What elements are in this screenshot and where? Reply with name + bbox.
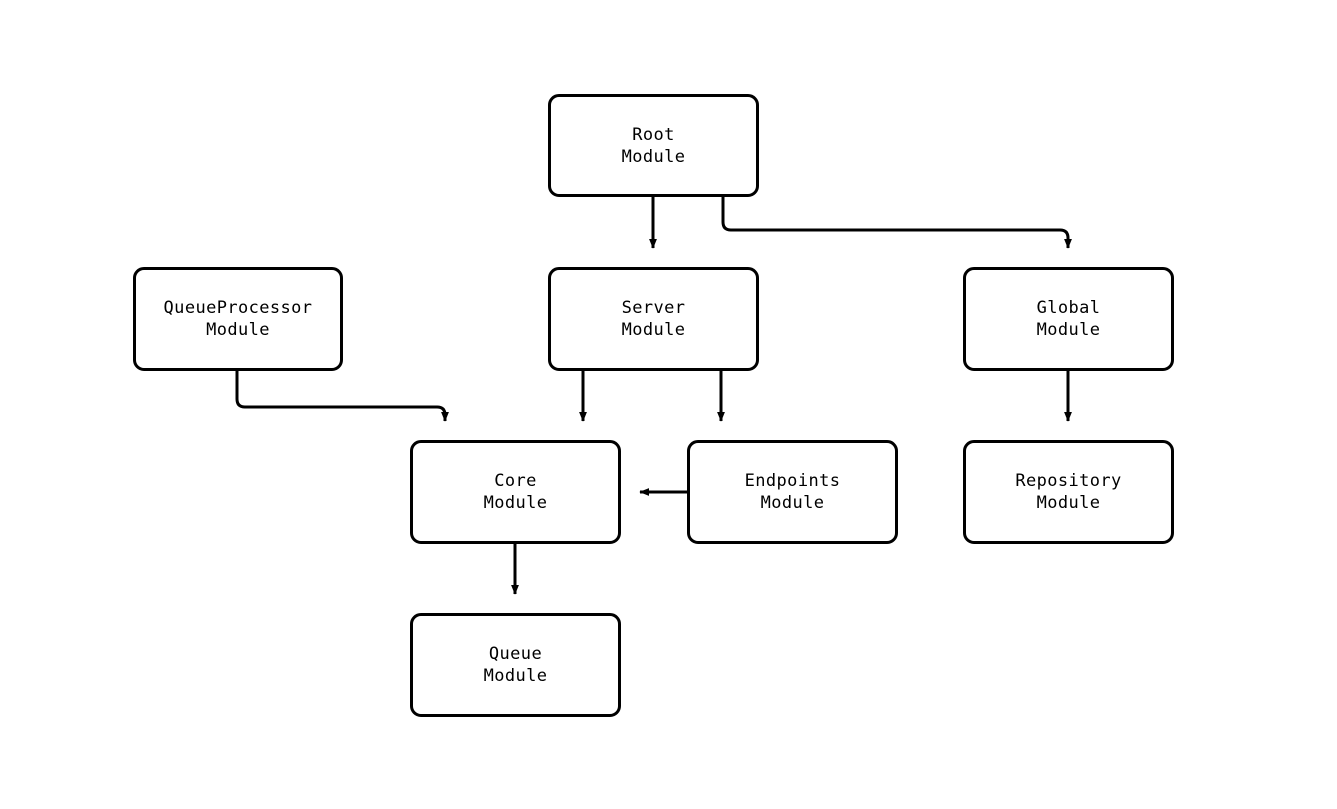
node-queueprocessor-module-subtitle: Module [206,320,270,340]
node-queue-module-title: Queue [488,644,543,664]
node-global-module-subtitle: Module [1036,320,1101,340]
node-root-module[interactable]: Root Module [548,94,759,197]
node-repository-module[interactable]: Repository Module [963,440,1174,544]
edge-root-to-global [721,197,1072,249]
node-queue-module[interactable]: Queue Module [410,613,621,717]
node-endpoints-module[interactable]: Endpoints Module [687,440,898,544]
node-queueprocessor-module[interactable]: QueueProcessor Module [133,267,343,371]
node-queue-module-subtitle: Module [483,666,548,686]
node-repository-module-subtitle: Module [1036,493,1101,513]
node-endpoints-module-subtitle: Module [760,493,825,513]
node-core-module-subtitle: Module [483,493,548,513]
node-core-module[interactable]: Core Module [410,440,621,544]
node-global-module[interactable]: Global Module [963,267,1174,371]
node-server-module-title: Server [621,298,686,318]
edge-queueprocessor-to-core [235,371,449,422]
node-core-module-title: Core [494,471,537,491]
node-root-module-subtitle: Module [621,146,686,167]
node-endpoints-module-title: Endpoints [744,471,841,491]
node-server-module-subtitle: Module [621,320,686,340]
node-global-module-title: Global [1036,298,1101,318]
node-root-module-title: Root [632,124,675,145]
node-repository-module-title: Repository [1015,471,1122,491]
node-server-module[interactable]: Server Module [548,267,759,371]
node-queueprocessor-module-title: QueueProcessor [163,298,313,318]
